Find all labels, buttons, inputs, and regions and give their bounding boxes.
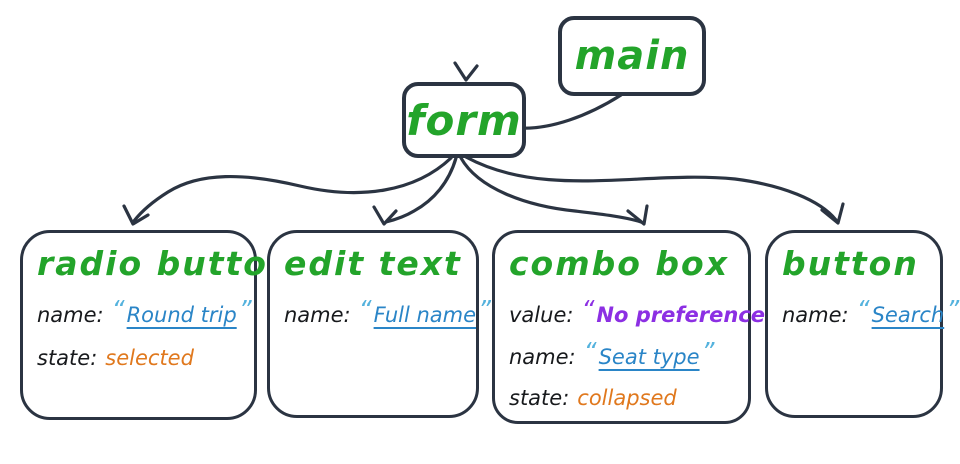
edit-text-name-row: name: “Full name” xyxy=(284,295,491,330)
radio-button-name-value: Round trip xyxy=(126,303,237,327)
node-button-title: button xyxy=(782,244,919,283)
node-form: form xyxy=(402,82,526,158)
button-name-row: name: “Search” xyxy=(782,295,959,330)
state-key: state: xyxy=(37,346,98,370)
button-name-value: Search xyxy=(871,303,945,327)
radio-button-state-row: state: selected xyxy=(37,343,240,373)
arrowhead-form-combo-box xyxy=(626,204,649,226)
name-key: name: xyxy=(284,303,351,327)
node-form-label: form xyxy=(406,95,522,145)
name-key: name: xyxy=(509,345,576,369)
combo-box-state-value: collapsed xyxy=(577,386,677,410)
combo-box-value: No preference xyxy=(596,303,765,327)
combo-box-state-row: state: collapsed xyxy=(509,383,734,413)
close-quote: ” xyxy=(238,295,252,324)
open-quote: “ xyxy=(856,295,870,324)
close-quote: ” xyxy=(946,295,960,324)
name-key: name: xyxy=(782,303,849,327)
node-button: button name: “Search” xyxy=(765,230,959,418)
open-quote: “ xyxy=(358,295,372,324)
edit-text-name-value: Full name xyxy=(373,303,477,327)
combo-box-name-value: Seat type xyxy=(598,345,700,369)
open-quote: “ xyxy=(111,295,125,324)
edge-form-button xyxy=(464,155,838,222)
node-radio-button: radio button name: “Round trip” state: sel… xyxy=(20,230,294,420)
open-quote: “ xyxy=(581,295,595,324)
radio-button-name-row: name: “Round trip” xyxy=(37,295,252,330)
close-quote: ” xyxy=(701,337,715,366)
edge-form-radio-button xyxy=(132,156,453,223)
name-key: name: xyxy=(37,303,104,327)
node-radio-button-title: radio button xyxy=(37,244,294,283)
state-key: state: xyxy=(509,386,570,410)
edge-form-combo-box xyxy=(459,156,643,224)
combo-box-name-row: name: “Seat type” xyxy=(509,337,734,372)
edge-form-edit-text xyxy=(384,156,458,224)
close-quote: ” xyxy=(478,295,491,324)
node-edit-text: edit text name: “Full name” xyxy=(267,230,491,418)
combo-box-value-row: value:“No preference” xyxy=(509,295,780,330)
node-main: main xyxy=(558,16,706,96)
node-combo-box: combo box value:“No preference” name:“Se… xyxy=(492,230,780,424)
arrowhead-form-edit-text xyxy=(372,205,398,226)
node-combo-box-title: combo box xyxy=(509,244,729,283)
arrowhead-form-radio-button xyxy=(122,204,150,226)
arrowhead-main-form xyxy=(453,61,479,82)
arrowhead-form-button xyxy=(820,202,845,225)
node-main-label: main xyxy=(574,33,690,79)
radio-button-state-value: selected xyxy=(105,346,194,370)
node-edit-text-title: edit text xyxy=(284,244,462,283)
value-key: value: xyxy=(509,303,574,327)
open-quote: “ xyxy=(583,337,597,366)
